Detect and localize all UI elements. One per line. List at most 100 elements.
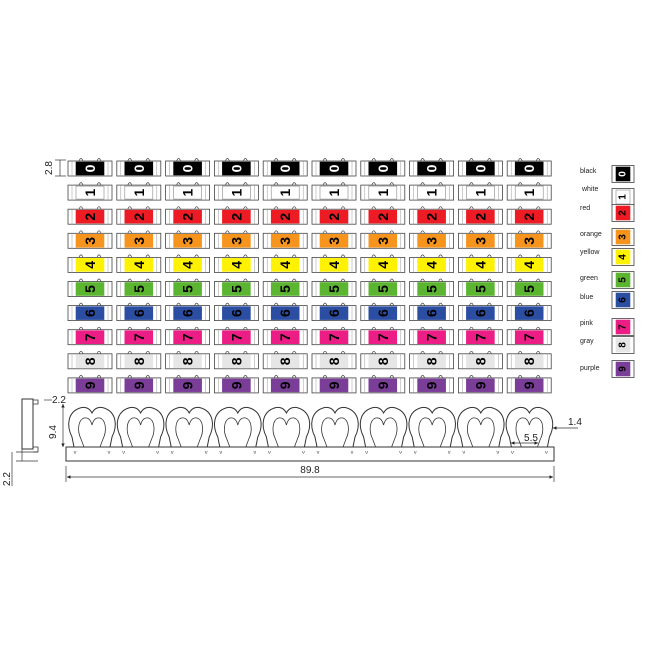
- marker-digit: 6: [472, 309, 488, 317]
- side-bottom-label: 2.2: [2, 472, 13, 486]
- marker-digit: 2: [472, 213, 488, 221]
- marker-digit: 5: [424, 285, 440, 293]
- marker-digit: 2: [131, 213, 147, 221]
- marker-tag: 4: [457, 254, 503, 273]
- marker-digit: 4: [521, 261, 537, 269]
- marker-digit: 8: [521, 357, 537, 365]
- side-height-label: 9.4: [48, 425, 59, 439]
- marker-tag: 2: [457, 206, 503, 225]
- marker-tag: 6: [262, 302, 308, 322]
- marker-digit: 4: [375, 261, 391, 269]
- marker-tag: 3: [116, 230, 162, 249]
- marker-tag: 8: [116, 350, 162, 370]
- marker-tag: 0: [213, 158, 259, 177]
- marker-tag: 9: [213, 375, 259, 394]
- clip-profile: [68, 406, 116, 454]
- marker-digit: 2: [375, 213, 391, 221]
- legend-item-orange: orange 3: [580, 228, 635, 246]
- marker-digit: 1: [326, 188, 342, 196]
- marker-tag: 1: [506, 182, 552, 201]
- marker-digit: 1: [228, 188, 244, 196]
- marker-digit: 5: [521, 285, 537, 293]
- legend-digit: 3: [618, 234, 629, 240]
- marker-tag: 3: [165, 230, 211, 249]
- marker-digit: 6: [424, 309, 440, 317]
- marker-digit: 8: [131, 357, 147, 365]
- marker-tag: 5: [311, 278, 357, 297]
- marker-tag: 5: [116, 278, 162, 297]
- marker-digit: 3: [277, 237, 293, 245]
- marker-digit: 6: [375, 309, 391, 317]
- marker-digit: 7: [521, 333, 537, 341]
- marker-tag: 3: [67, 230, 113, 249]
- marker-digit: 8: [424, 357, 440, 365]
- marker-digit: 0: [472, 164, 488, 172]
- marker-tag: 3: [409, 230, 455, 249]
- marker-digit: 0: [375, 164, 391, 172]
- marker-tag: 6: [116, 302, 162, 322]
- marker-digit: 4: [326, 261, 342, 269]
- marker-digit: 0: [228, 164, 244, 172]
- legend-label: orange: [580, 231, 602, 238]
- marker-digit: 9: [228, 381, 244, 389]
- marker-tag: 2: [506, 206, 552, 225]
- marker-digit: 3: [521, 237, 537, 245]
- marker-tag: 2: [311, 206, 357, 225]
- marker-digit: 7: [326, 333, 342, 341]
- marker-tag: 0: [165, 158, 211, 177]
- marker-digit: 5: [326, 285, 342, 293]
- marker-tag: 6: [165, 302, 211, 322]
- marker-tag: 9: [116, 375, 162, 394]
- marker-tag: 3: [213, 230, 259, 249]
- marker-digit: 5: [277, 285, 293, 293]
- marker-digit: 2: [82, 213, 98, 221]
- wall-label: 1.4: [568, 417, 582, 428]
- marker-tag: 1: [165, 182, 211, 201]
- marker-digit: 3: [82, 237, 98, 245]
- marker-tag: 6: [506, 302, 552, 322]
- marker-digit: 1: [277, 188, 293, 196]
- marker-tag: 7: [457, 326, 503, 346]
- marker-tag: 4: [165, 254, 211, 273]
- legend-label: white: [581, 186, 598, 193]
- marker-digit: 6: [326, 309, 342, 317]
- clip-profile: [457, 406, 505, 454]
- marker-tag: 9: [311, 375, 357, 394]
- marker-digit: 4: [277, 261, 293, 269]
- clip-profile: [262, 406, 311, 454]
- marker-tag: 8: [67, 350, 113, 370]
- strip-length-label: 89.8: [300, 465, 320, 476]
- marker-tag: 2: [67, 206, 113, 225]
- marker-tag: 3: [311, 230, 357, 249]
- legend-digit: 7: [618, 324, 629, 330]
- marker-tag: 5: [165, 278, 211, 297]
- marker-digit: 6: [82, 309, 98, 317]
- marker-digit: 7: [131, 333, 147, 341]
- marker-digit: 9: [277, 381, 293, 389]
- opening-label: 5.5: [524, 433, 538, 444]
- marker-digit: 9: [131, 381, 147, 389]
- marker-tag: 7: [213, 326, 259, 346]
- marker-digit: 7: [424, 333, 440, 341]
- marker-tag: 8: [457, 350, 503, 370]
- legend-label: blue: [580, 294, 593, 301]
- clip-profile: [408, 406, 456, 454]
- legend-label: pink: [580, 320, 593, 327]
- marker-tag: 0: [67, 158, 113, 177]
- marker-digit: 8: [277, 357, 293, 365]
- marker-tag: 0: [506, 158, 552, 177]
- marker-tag: 8: [165, 350, 211, 370]
- legend-digit: 2: [618, 210, 629, 216]
- marker-digit: 9: [180, 381, 196, 389]
- marker-tag: 1: [457, 182, 503, 201]
- marker-digit: 1: [180, 188, 196, 196]
- marker-tag: 0: [116, 158, 162, 177]
